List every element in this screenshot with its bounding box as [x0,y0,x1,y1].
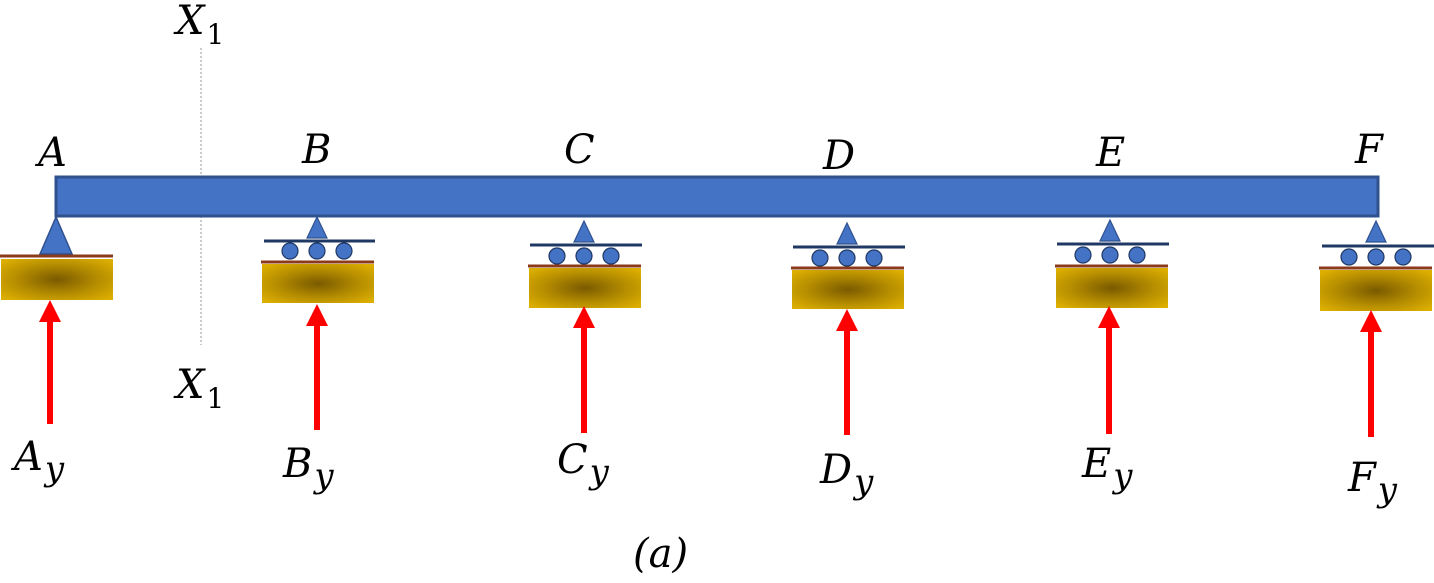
roller-support-triangle [1365,219,1387,243]
ground-block [1,259,113,300]
support-label-a: A [34,130,67,176]
section-cut-bottom-label: X1 [173,362,224,415]
reaction-label-fy: Fy [1347,455,1398,510]
roller-circle [1101,246,1119,264]
roller-support-triangle [1099,218,1121,242]
roller-circle [838,249,856,267]
reaction-arrowhead [1098,306,1120,328]
roller-support-triangle [573,219,595,243]
roller-circle [335,242,353,260]
reaction-arrowhead [39,300,61,322]
reaction-arrowhead [836,309,858,331]
ground-block [529,268,641,308]
roller-circle [811,249,829,267]
reaction-label-ay: Ay [10,434,65,489]
ground-block [1056,268,1168,308]
support-label-d: D [822,133,855,179]
support-c: C Cy [528,127,642,492]
support-b: B By [261,127,375,496]
support-label-e: E [1095,130,1125,176]
roller-circle [865,249,883,267]
reaction-label-dy: Dy [819,447,874,502]
roller-support-triangle [306,215,328,239]
support-d: D Dy [791,133,905,502]
ground-block [792,270,904,309]
beam [54,175,1380,218]
roller-circle [1367,248,1385,266]
support-e: E Ey [1055,130,1169,496]
roller-circle [602,247,620,265]
roller-support-triangle [836,221,858,245]
support-label-c: C [564,127,595,173]
roller-circle [1128,246,1146,264]
support-f: F Fy [1319,127,1434,510]
roller-circle [548,247,566,265]
support-label-b: B [301,127,331,173]
reaction-arrowhead [306,304,328,326]
roller-circle [281,242,299,260]
reaction-label-ey: Ey [1081,441,1133,496]
pin-support-triangle [38,215,74,255]
reaction-arrowhead [1360,310,1382,332]
reaction-arrowhead [573,306,595,328]
roller-circle [575,247,593,265]
roller-circle [308,242,326,260]
ground-block [1320,270,1432,311]
section-cut-top-label: X1 [173,0,224,51]
ground-block [262,264,374,303]
support-a: A Ay [0,130,113,489]
reaction-label-cy: Cy [557,437,610,492]
reaction-label-by: By [282,441,334,496]
figure-caption: (a) [633,531,688,577]
roller-circle [1340,248,1358,266]
support-label-f: F [1354,127,1384,173]
roller-circle [1394,248,1412,266]
roller-circle [1074,246,1092,264]
